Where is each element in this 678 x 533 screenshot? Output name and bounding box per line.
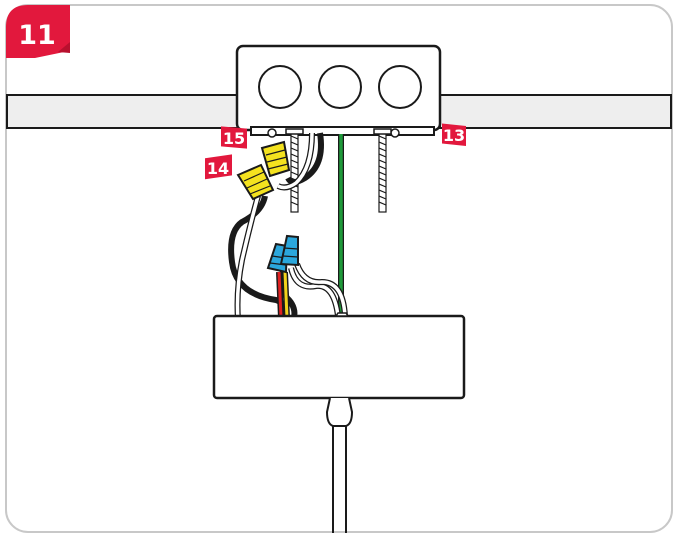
wire-nut-yellow-upper: [260, 140, 291, 178]
step-number: 11: [18, 20, 56, 51]
junction-box: [235, 44, 442, 132]
knockout-middle: [318, 65, 362, 109]
callout-15: 15: [221, 126, 247, 149]
fixture-stem: [325, 397, 354, 533]
ceiling-beam: [6, 94, 672, 129]
fixture-canopy: [212, 312, 466, 400]
callout-14: 14: [205, 154, 232, 180]
wire-nut-blue-right: [279, 234, 299, 267]
callout-13: 13: [442, 123, 466, 146]
step-badge: 11: [6, 5, 70, 58]
callout-15-label: 15: [223, 129, 245, 148]
knockout-right: [378, 65, 422, 109]
callout-13-label: 13: [443, 126, 465, 145]
fixture-wires: [276, 262, 348, 319]
callout-14-label: 14: [207, 159, 229, 178]
mounting-screw-right: [373, 128, 392, 213]
house-wires: [276, 132, 324, 191]
knockout-left: [258, 65, 302, 109]
wire-nut-yellow-lower: [236, 163, 275, 201]
